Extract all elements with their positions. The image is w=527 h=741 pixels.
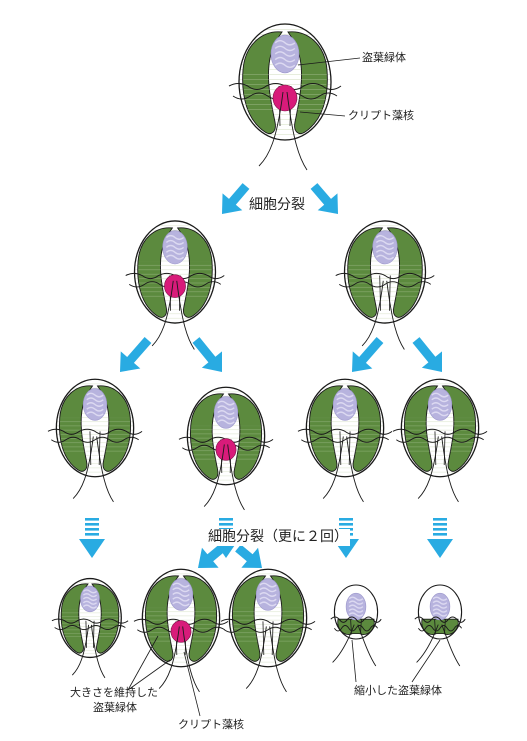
flagellum <box>332 624 355 663</box>
arrow-gen1-left-a <box>119 337 152 373</box>
leader-size-a <box>127 635 159 691</box>
cell-gen4-e-shrunk <box>414 584 466 667</box>
cell-gen2-c <box>297 378 393 503</box>
cryptomonad-nucleus <box>164 274 186 298</box>
flagellum <box>361 280 384 347</box>
flagellum <box>346 436 364 503</box>
flagellum <box>176 280 195 350</box>
cingulum <box>220 618 316 625</box>
label-cell-division-twice: 細胞分裂（更に２回） <box>206 529 350 546</box>
cingulum <box>297 428 393 435</box>
label-bottom-nucleus: クリプト藻核 <box>178 718 244 731</box>
cingulum <box>414 616 466 623</box>
leader-nucleus-top <box>299 111 346 117</box>
cell-gen4-c <box>220 568 316 693</box>
flagellum <box>386 280 405 350</box>
cingulum <box>330 616 382 623</box>
arrow-gen3-left <box>197 544 225 569</box>
flagellum <box>90 624 106 679</box>
flagellum <box>72 436 94 499</box>
cell-gen4-d-shrunk <box>330 584 382 667</box>
arrow-gen3-right <box>235 544 263 569</box>
arrow-gen0-left <box>221 183 250 215</box>
flagellum <box>96 436 114 503</box>
flagellum <box>182 626 200 693</box>
cell-gen4-a <box>51 577 129 679</box>
dashed-arrow-a <box>79 518 105 558</box>
cingulum <box>47 428 143 435</box>
label-maintained-size-1: 大きさを維持した <box>70 686 158 699</box>
cell-gen1-with-nucleus <box>125 220 225 350</box>
arrow-gen1-right-b <box>412 337 443 373</box>
cingulum <box>335 272 435 280</box>
cell-gen4-b-with-nucleus <box>133 568 229 693</box>
cingulum <box>392 428 488 435</box>
flagellum <box>245 626 267 689</box>
arrow-gen0-right <box>310 183 339 215</box>
cell-gen1-no-nucleus <box>335 220 435 350</box>
flagellum <box>151 280 174 347</box>
label-cryptomonad-nucleus: クリプト藻核 <box>348 109 414 122</box>
leader-nucleus-bottom <box>183 651 201 717</box>
label-cell-division: 細胞分裂 <box>249 197 305 213</box>
flagellum <box>322 436 344 499</box>
flagellum <box>416 624 439 663</box>
dashed-arrow-d <box>427 518 453 558</box>
label-kleptoplastid: 盗葉緑体 <box>362 51 406 64</box>
cryptomonad-nucleus <box>215 438 237 461</box>
leader-shrunk-b <box>411 639 441 683</box>
cryptomonad-nucleus <box>170 620 192 643</box>
arrow-gen1-left-b <box>192 337 223 373</box>
flagellum <box>357 624 377 667</box>
flagellum <box>258 91 284 167</box>
cingulum <box>51 618 129 624</box>
cryptomonad-nucleus <box>272 84 298 112</box>
arrow-gen1-right-a <box>351 337 384 373</box>
flagellum <box>269 626 287 693</box>
flagellum <box>203 444 225 507</box>
label-maintained-size-2: 盗葉緑体 <box>93 701 137 714</box>
flagellum <box>286 91 308 171</box>
leader-kleptoplastid <box>297 57 361 66</box>
flagellum <box>72 624 90 676</box>
leader-size-b <box>127 659 171 691</box>
flagellum <box>441 624 461 667</box>
flagellum <box>158 626 180 689</box>
leader-shrunk-a <box>351 639 357 683</box>
cell-gen0 <box>228 23 342 171</box>
cell-gen2-d <box>392 378 488 503</box>
flagellum <box>227 444 245 511</box>
cell-gen2-a <box>47 378 143 503</box>
flagellum <box>417 436 439 499</box>
flagellum <box>441 436 459 503</box>
label-shrunk-kleptoplastid: 縮小した盗葉緑体 <box>354 684 442 697</box>
cell-gen2-b-with-nucleus <box>178 386 274 511</box>
